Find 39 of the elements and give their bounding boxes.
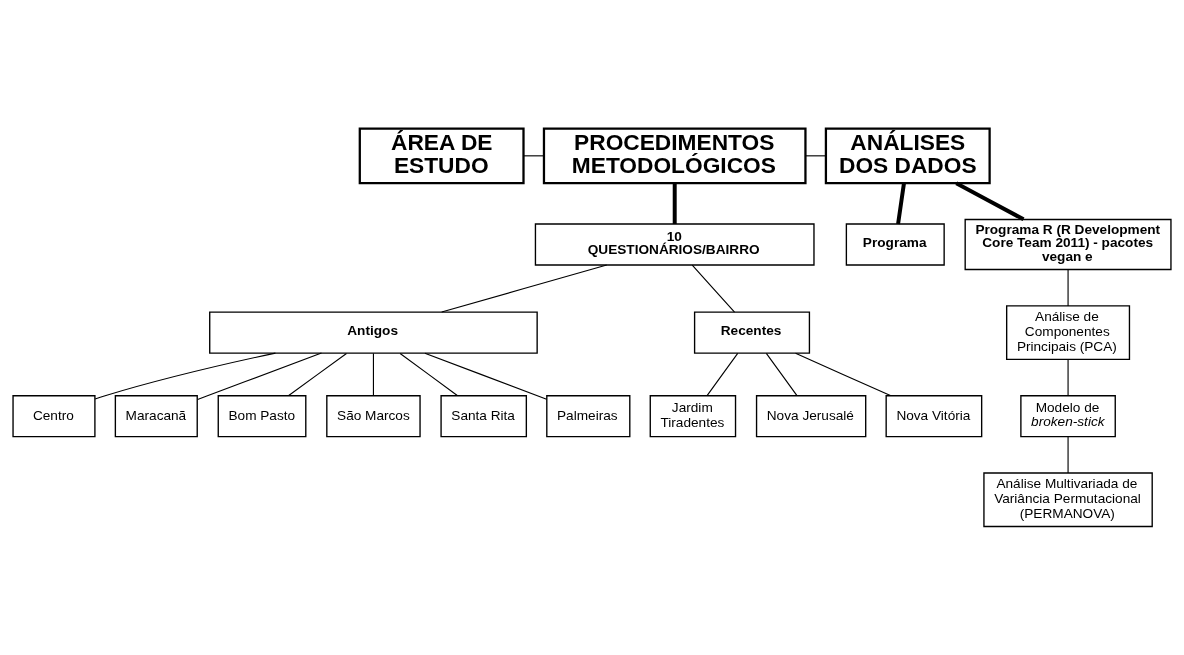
connector: [1067, 269, 1069, 307]
node-box: Programa R (R Development Core Team 2011) - pacotes vegan e: [964, 218, 1172, 271]
connector: [197, 352, 323, 400]
connector: [399, 352, 458, 397]
connector: [805, 155, 827, 157]
node-box: Santa Rita: [440, 395, 528, 438]
node-box: Antigos: [209, 311, 538, 354]
node-box: Programa: [845, 223, 945, 266]
connector: [955, 181, 1025, 222]
node-box: 10 QUESTIONÁRIOS/BAIRRO: [534, 223, 815, 266]
connector: [372, 352, 374, 397]
node-box: Palmeiras: [546, 395, 631, 438]
connector: [288, 352, 348, 397]
node-box: Nova Vitória: [885, 395, 983, 438]
node-box: ÁREA DE ESTUDO: [358, 127, 525, 185]
node-box: Centro: [12, 395, 96, 438]
connector: [523, 155, 545, 157]
node-box: Jardim Tiradentes: [649, 395, 737, 438]
node-box: Análise Multivariada de Variância Permutacional (PERMANOVA): [983, 472, 1153, 528]
node-box: Bom Pasto: [217, 395, 307, 438]
connector: [1067, 436, 1069, 474]
node-box: Nova Jerusalé: [755, 395, 867, 438]
connector: [765, 352, 798, 397]
node-box: Maracanã: [114, 395, 198, 438]
node-box: PROCEDIMENTOS METODOLÓGICOS: [542, 127, 807, 185]
node-box: São Marcos: [326, 395, 421, 438]
connector: [424, 352, 548, 400]
connector: [441, 264, 608, 313]
connector: [795, 352, 891, 397]
node-box: Modelo de broken-stick: [1020, 395, 1116, 438]
connector: [896, 183, 906, 225]
connector: [672, 183, 677, 224]
node-box: Recentes: [693, 311, 811, 354]
node-box: ANÁLISES DOS DADOS: [824, 127, 991, 185]
connector: [706, 352, 739, 397]
connector: [691, 264, 736, 313]
connector: [94, 352, 276, 400]
connector: [1067, 358, 1069, 397]
node-box: Análise de Componentes Principais (PCA): [1006, 305, 1131, 360]
